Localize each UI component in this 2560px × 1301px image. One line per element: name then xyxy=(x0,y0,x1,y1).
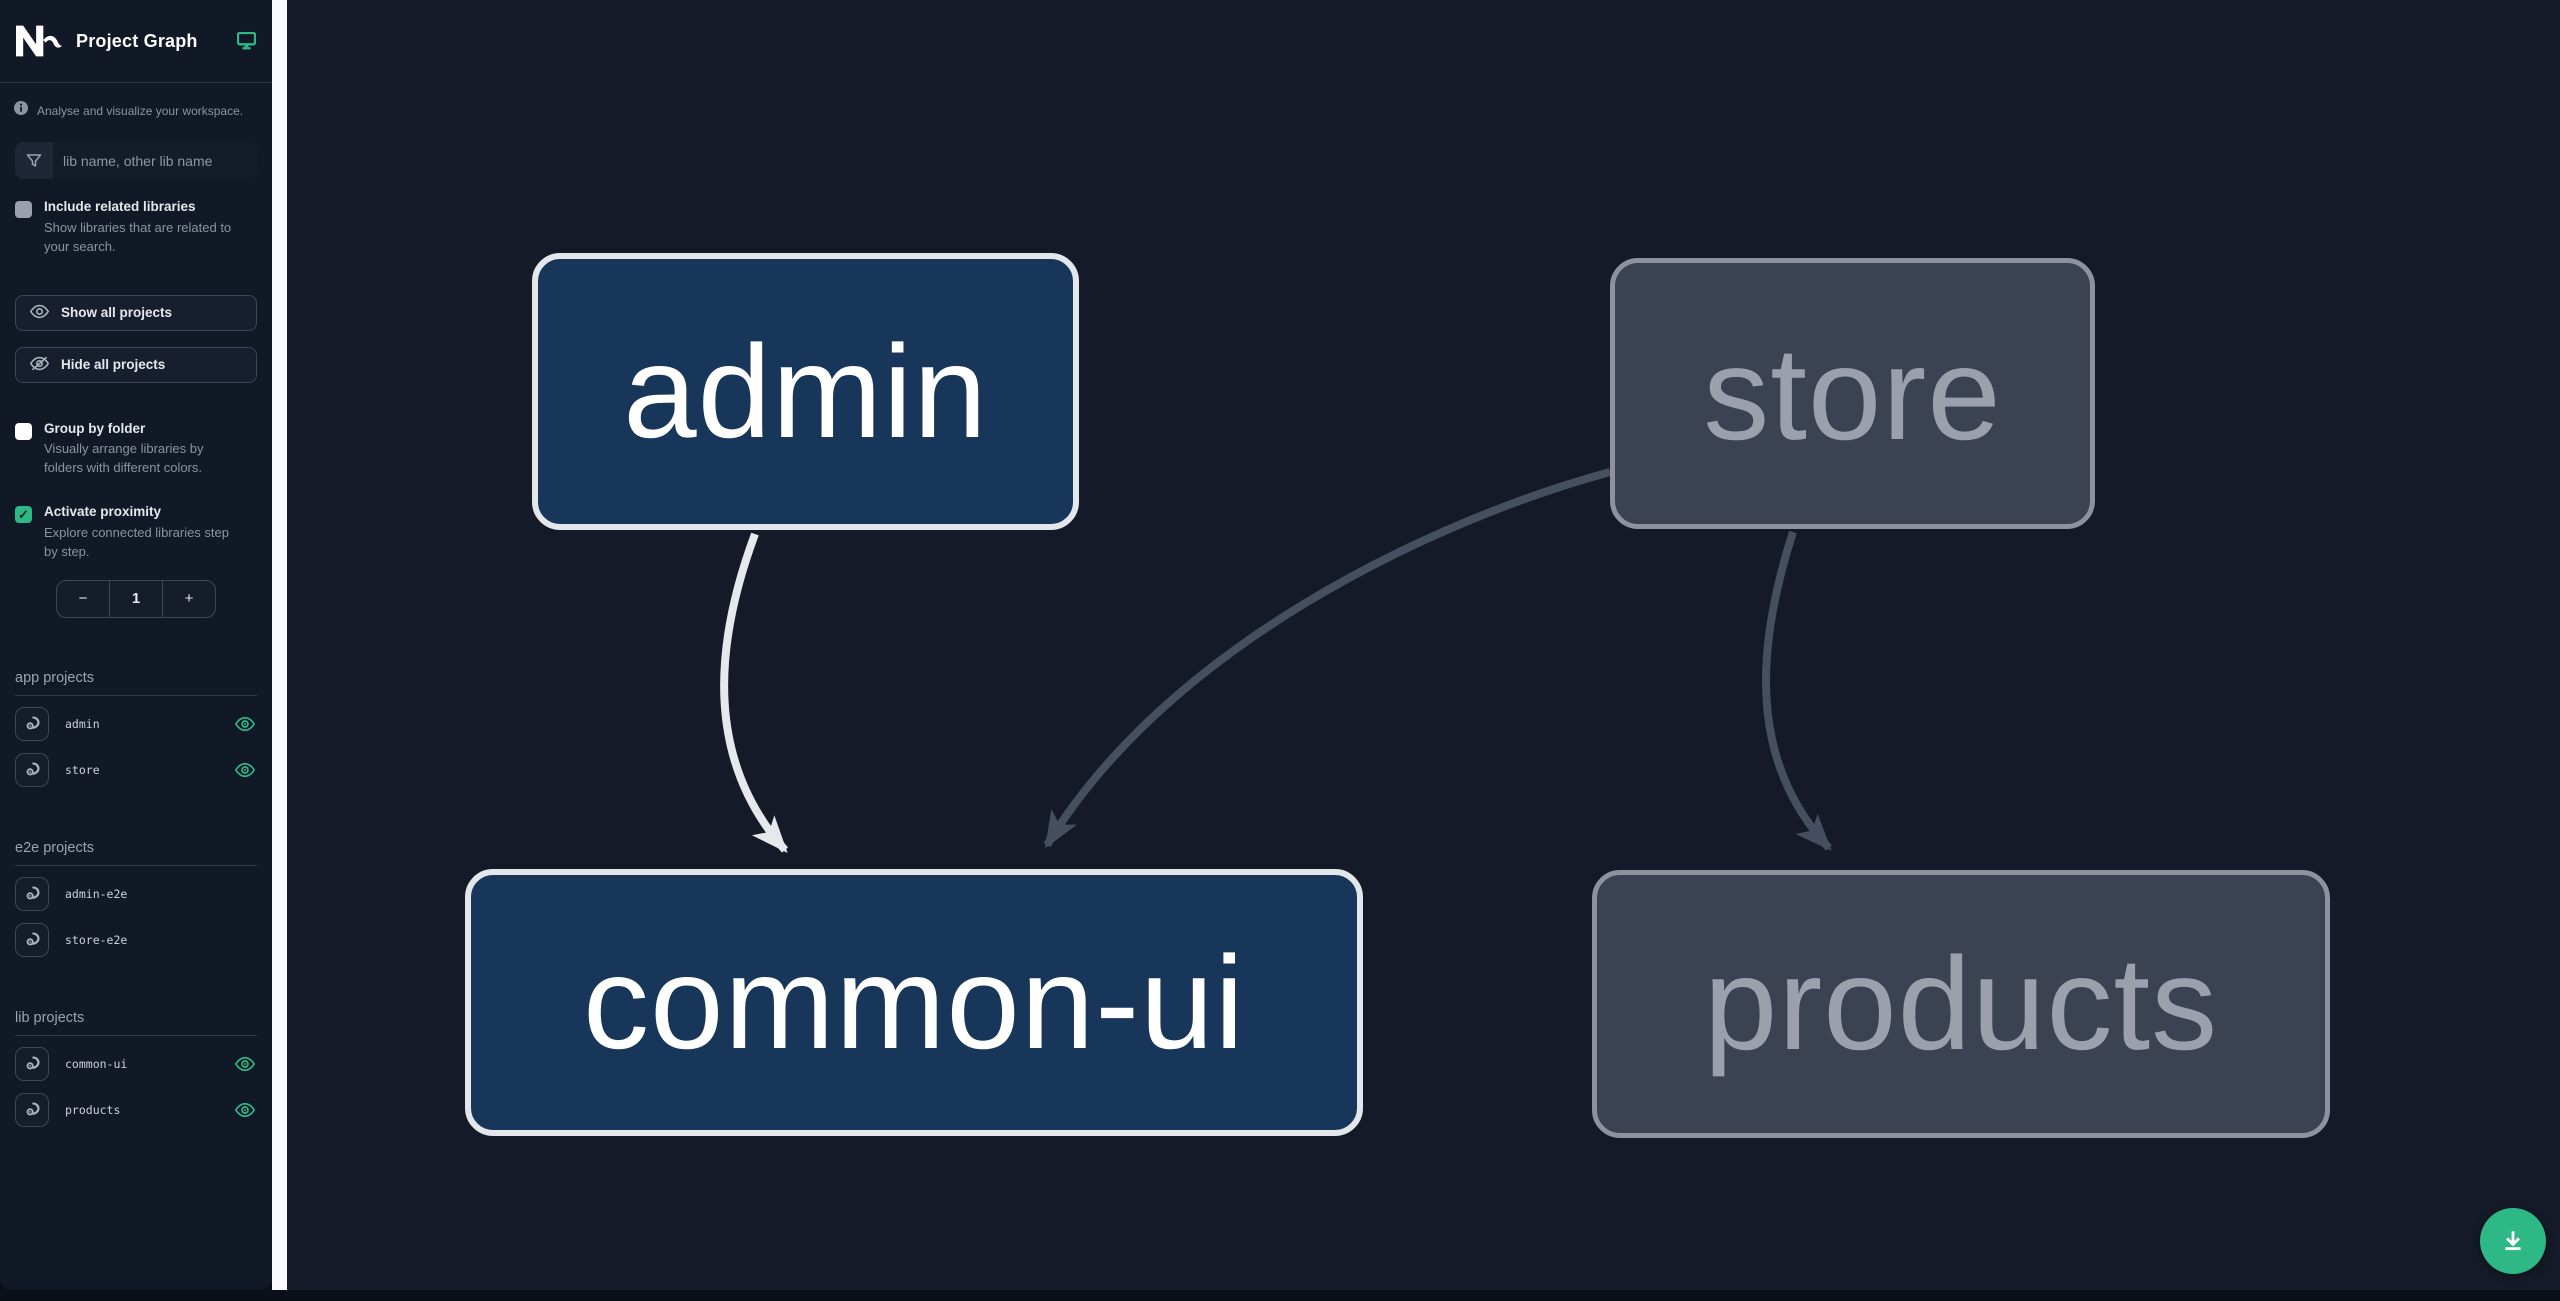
project-row: common-ui xyxy=(15,1046,257,1082)
focus-project-button[interactable] xyxy=(15,1092,49,1127)
sidebar: Project Graph Analyse and visualize your… xyxy=(0,0,272,1290)
graph-canvas[interactable]: admin store common-ui products xyxy=(287,0,2560,1290)
intro-text: Analyse and visualize your workspace. xyxy=(37,103,244,118)
option-description: Explore connected libraries step by step… xyxy=(44,525,229,559)
search-box xyxy=(15,142,257,179)
checkbox-include-related[interactable] xyxy=(15,201,32,218)
app-title: Project Graph xyxy=(76,30,198,51)
option-description: Show libraries that are related to your … xyxy=(44,219,232,254)
panel-divider[interactable] xyxy=(272,0,287,1290)
toggle-visibility-eye-icon[interactable] xyxy=(233,762,257,778)
monitor-icon[interactable] xyxy=(237,32,256,50)
project-row: admin xyxy=(15,706,257,742)
edge-store-to-products[interactable] xyxy=(1762,530,1832,851)
graph-edges xyxy=(720,468,1832,853)
project-name: common-ui xyxy=(65,1056,128,1071)
proximity-value[interactable]: 1 xyxy=(131,590,141,608)
option-label: Group by folder xyxy=(44,420,146,436)
eye-off-icon xyxy=(29,355,50,375)
checkbox-group-by-folder[interactable] xyxy=(15,422,32,440)
toggle-visibility-eye-icon[interactable] xyxy=(233,1056,257,1072)
project-row: products xyxy=(15,1092,257,1128)
edge-admin-to-common-ui[interactable] xyxy=(720,532,788,853)
download-button[interactable] xyxy=(2480,1208,2546,1274)
checkbox-activate-proximity[interactable]: ✓ xyxy=(15,506,32,524)
project-section: lib projects common-ui products xyxy=(15,1010,257,1128)
project-name: admin xyxy=(65,716,100,731)
proximity-stepper: − 1 + xyxy=(56,579,216,618)
hide-all-projects-button[interactable]: Hide all projects xyxy=(15,346,257,383)
focus-project-button[interactable] xyxy=(15,706,49,741)
project-name: products xyxy=(65,1102,121,1117)
option-description: Visually arrange libraries by folders wi… xyxy=(44,441,204,476)
filter-funnel-icon xyxy=(15,142,53,179)
download-icon xyxy=(2500,1227,2526,1256)
project-row: admin-e2e xyxy=(15,876,257,912)
option-label: Activate proximity xyxy=(44,504,162,520)
option-activate-proximity[interactable]: ✓ Activate proximity Explore connected l… xyxy=(0,478,272,562)
graph-node-products[interactable]: products xyxy=(1592,870,2330,1138)
info-icon xyxy=(14,101,28,120)
toggle-visibility-eye-icon[interactable] xyxy=(233,716,257,732)
proximity-decrement-button[interactable]: − xyxy=(57,580,110,617)
project-sections: app projects admin store e2e projects ad… xyxy=(0,670,272,1128)
sidebar-header: Project Graph xyxy=(0,0,272,83)
project-section: e2e projects admin-e2e store-e2e xyxy=(15,840,257,958)
project-row: store-e2e xyxy=(15,922,257,958)
workspace-intro: Analyse and visualize your workspace. xyxy=(0,83,272,120)
option-include-related[interactable]: Include related libraries Show libraries… xyxy=(0,179,272,257)
project-name: store-e2e xyxy=(65,932,128,947)
project-name: admin-e2e xyxy=(65,886,128,901)
focus-project-button[interactable] xyxy=(15,752,49,787)
node-label: store xyxy=(1703,319,2002,467)
graph-node-common-ui[interactable]: common-ui xyxy=(465,869,1363,1136)
option-label: Include related libraries xyxy=(44,199,196,214)
project-section: app projects admin store xyxy=(15,670,257,788)
section-title: lib projects xyxy=(15,1010,257,1036)
focus-project-button[interactable] xyxy=(15,1046,49,1081)
eye-icon xyxy=(29,304,50,322)
section-title: app projects xyxy=(15,670,257,696)
show-all-label: Show all projects xyxy=(61,305,173,321)
nx-logo-icon xyxy=(16,25,62,57)
node-label: products xyxy=(1703,930,2219,1077)
proximity-increment-button[interactable]: + xyxy=(162,580,215,617)
search-input[interactable] xyxy=(53,142,257,179)
project-name: store xyxy=(65,762,100,777)
show-all-projects-button[interactable]: Show all projects xyxy=(15,294,257,331)
focus-project-button[interactable] xyxy=(15,876,49,911)
section-title: e2e projects xyxy=(15,840,257,866)
node-label: admin xyxy=(623,317,988,465)
graph-node-admin[interactable]: admin xyxy=(532,253,1079,530)
toggle-visibility-eye-icon[interactable] xyxy=(233,1102,257,1118)
edge-store-to-common-ui[interactable] xyxy=(1043,468,1612,849)
graph-node-store[interactable]: store xyxy=(1610,258,2095,529)
focus-project-button[interactable] xyxy=(15,922,49,957)
node-label: common-ui xyxy=(583,928,1245,1076)
project-row: store xyxy=(15,752,257,788)
hide-all-label: Hide all projects xyxy=(61,357,166,373)
option-group-by-folder[interactable]: Group by folder Visually arrange librari… xyxy=(0,383,272,479)
